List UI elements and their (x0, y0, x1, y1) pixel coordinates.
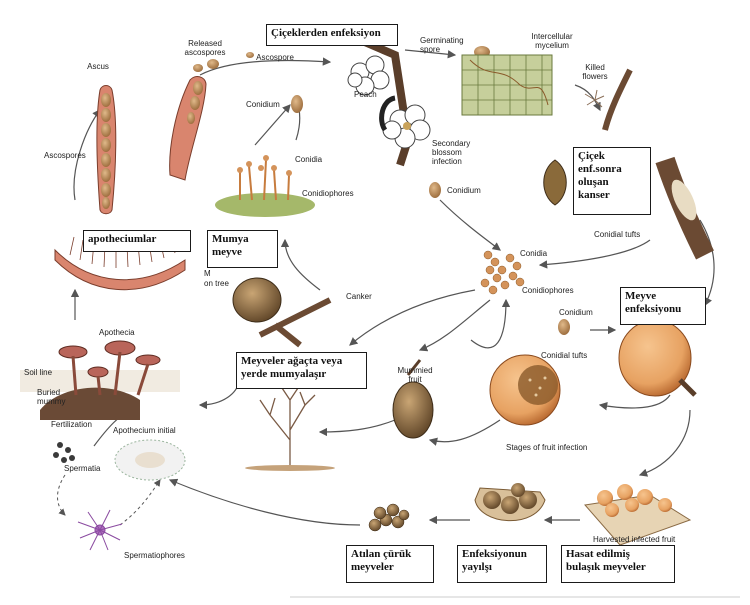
box-harvested-line-1: Hasat edilmiş (566, 548, 630, 560)
label-spermatia: Spermatia (64, 464, 101, 473)
label-conidium-center: Conidium (559, 308, 593, 317)
label-secondary-3: infection (432, 157, 462, 166)
box-mummy-line-1: Mumya (212, 233, 249, 245)
box-apothecia: apotheciumlar (83, 230, 191, 252)
label-conidiophores-left: Conidiophores (302, 189, 354, 198)
label-mummied-2: fruit (408, 375, 422, 384)
box-flower-infection-text: Çiçeklerden enfeksiyon (271, 27, 381, 39)
box-fruit-infection-line-1: Meyve (625, 290, 657, 302)
label-harvested-fruit: Harvested infected fruit (593, 535, 676, 544)
conidium-top-icon (291, 95, 303, 113)
box-discarded: Atılan çürük meyveler (346, 545, 434, 583)
label-stages: Stages of fruit infection (506, 443, 588, 452)
label-buried-2: mummy (37, 397, 66, 406)
label-apothecium-initial: Apothecium initial (113, 426, 176, 435)
box-canker-line-2: enf.sonra (578, 163, 622, 175)
dashed-arrows (57, 474, 161, 526)
cycle-arrows (70, 49, 715, 526)
label-ascus: Ascus (87, 62, 109, 71)
box-mummify-line-2: yerde mumyalaşır (241, 368, 327, 380)
conidium-center-icon (558, 319, 570, 335)
bare-tree-illustration (245, 387, 335, 471)
box-mummy-fruit: Mumya meyve (207, 230, 278, 268)
conidiophores-left-illustration (215, 155, 315, 217)
infected-fruit-large (618, 319, 697, 397)
label-mummied-1: Mummied (397, 366, 433, 375)
label-soil-line: Soil line (24, 368, 53, 377)
box-mummify: Meyveler ağaçta veya yerde mumyalaşır (236, 352, 367, 389)
box-mummy-line-2: meyve (212, 246, 242, 258)
mummified-fruit (392, 359, 434, 439)
box-discarded-line-2: meyveler (351, 561, 394, 573)
label-fertilization: Fertilization (51, 420, 92, 429)
label-killed-2: flowers (582, 72, 608, 81)
label-secondary-2: blossom (432, 148, 462, 157)
label-released-ascospores-1: Released (188, 39, 222, 48)
label-intercellular-2: mycelium (535, 41, 569, 50)
peach-flower-illustration (347, 36, 431, 167)
label-buried-1: Buried (37, 388, 61, 397)
box-apothecia-text: apotheciumlar (88, 233, 157, 245)
label-conidium-mid: Conidium (447, 186, 481, 195)
box-canker-line-4: kanser (578, 189, 610, 201)
label-germinating-1: Germinating (420, 36, 464, 45)
canker-branch-illustration (655, 156, 714, 260)
label-conidial-tufts-fruit: Conidial tufts (541, 351, 588, 360)
conidium-mid-icon (429, 182, 441, 198)
infected-fruit-stage (489, 354, 561, 426)
label-conidiophores-center: Conidiophores (522, 286, 574, 295)
apothecia-layer-illustration (54, 236, 186, 291)
mummy-on-tree (232, 277, 332, 348)
label-spermatiophores: Spermatiophores (124, 551, 185, 560)
label-mummified-2: on tree (204, 279, 229, 288)
label-conidium-top: Conidium (246, 100, 280, 109)
label-apothecia: Apothecia (99, 328, 135, 337)
blighted-bud-illustration (543, 159, 567, 206)
label-mummified-1: M (204, 269, 211, 278)
box-canker-line-1: Çiçek (578, 150, 605, 162)
box-spread-line-2: yayılşı (462, 561, 492, 573)
spermatiophores-illustration (77, 509, 123, 551)
label-intercellular-1: Intercellular (531, 32, 573, 41)
box-canker-line-3: oluşan (578, 176, 609, 188)
ascospore-icon (246, 52, 254, 58)
mycelium-tissue-illustration (461, 54, 553, 116)
harvested-basket-illustration (584, 484, 692, 546)
ascus-illustration (96, 59, 219, 215)
label-canker: Canker (346, 292, 372, 301)
box-harvested: Hasat edilmiş bulaşık meyveler (561, 545, 675, 583)
spermatia-illustration (53, 442, 75, 463)
box-harvested-line-2: bulaşık meyveler (566, 561, 646, 573)
label-ascospore: Ascospore (256, 53, 294, 62)
spread-basket-illustration (474, 483, 546, 522)
label-peach: Peach (354, 90, 377, 99)
discarded-fruit-pile (368, 503, 410, 532)
box-fruit-infection: Meyve enfeksiyonu (620, 287, 706, 325)
box-discarded-line-1: Atılan çürük (351, 548, 412, 560)
box-spread: Enfeksiyonun yayılşı (457, 545, 547, 583)
box-spread-line-1: Enfeksiyonun (462, 548, 527, 560)
label-conidial-tufts-right: Conidial tufts (594, 230, 641, 239)
box-flower-infection: Çiçeklerden enfeksiyon (266, 24, 398, 46)
label-conidia-center: Conidia (520, 249, 548, 258)
label-secondary-1: Secondary (432, 139, 471, 148)
label-conidia-left: Conidia (295, 155, 323, 164)
box-mummify-line-1: Meyveler ağaçta veya (241, 355, 343, 367)
conidia-cluster-center (480, 250, 525, 295)
box-fruit-infection-line-2: enfeksiyonu (625, 303, 682, 315)
label-killed-1: Killed (585, 63, 605, 72)
box-canker-after-flower: Çiçek enf.sonra oluşan kanser (573, 147, 651, 215)
label-released-ascospores-2: ascospores (184, 48, 226, 57)
label-ascospores: Ascospores (44, 151, 86, 160)
apothecia-ground-illustration (20, 340, 180, 420)
killed-flowers-illustration (584, 68, 633, 131)
apothecium-initial-illustration (114, 439, 186, 481)
label-germinating-2: spore (420, 45, 441, 54)
